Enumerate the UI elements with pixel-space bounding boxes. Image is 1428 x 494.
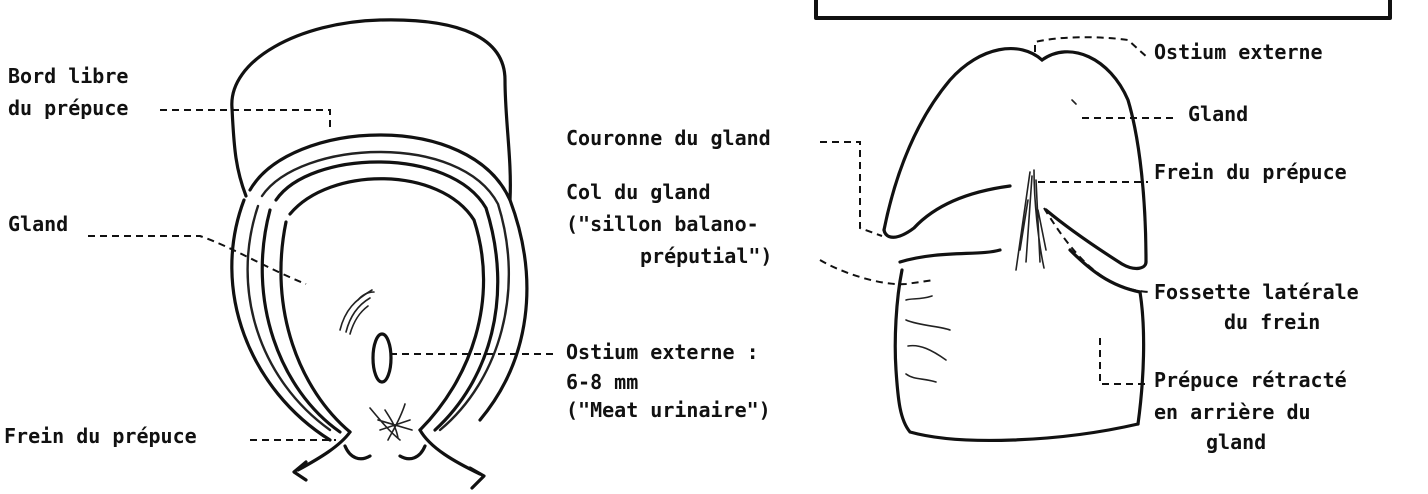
label-col-line3: préputial")	[640, 244, 772, 268]
label-fossette-line1: Fossette latérale	[1154, 280, 1359, 304]
label-bord-libre-line1: Bord libre	[8, 64, 128, 88]
label-col-line1: Col du gland	[566, 180, 711, 204]
label-prepuce-retracte-line3: gland	[1206, 430, 1266, 454]
left-penis-drawing	[232, 20, 527, 488]
label-couronne: Couronne du gland	[566, 126, 771, 150]
title-box-fragment	[816, 0, 1390, 18]
label-gland-right: Gland	[1188, 102, 1248, 126]
label-gland-left: Gland	[8, 212, 68, 236]
label-ostium-left-line3: ("Meat urinaire")	[566, 398, 771, 422]
label-bord-libre-line2: du prépuce	[8, 96, 128, 120]
right-penis-drawing	[884, 49, 1146, 441]
label-ostium-right: Ostium externe	[1154, 40, 1323, 64]
label-ostium-left-line2: 6-8 mm	[566, 370, 638, 394]
label-fossette-line2: du frein	[1224, 310, 1320, 334]
label-col-line2: ("sillon balano-	[566, 212, 759, 236]
left-meatus	[373, 334, 391, 382]
left-glans-outline	[290, 179, 484, 430]
label-ostium-left-line1: Ostium externe :	[566, 340, 759, 364]
right-glans-outline	[884, 49, 1042, 230]
label-prepuce-retracte-line2: en arrière du	[1154, 400, 1311, 424]
label-frein-right: Frein du prépuce	[1154, 160, 1347, 184]
label-prepuce-retracte-line1: Prépuce rétracté	[1154, 368, 1347, 392]
label-frein-left: Frein du prépuce	[4, 424, 197, 448]
